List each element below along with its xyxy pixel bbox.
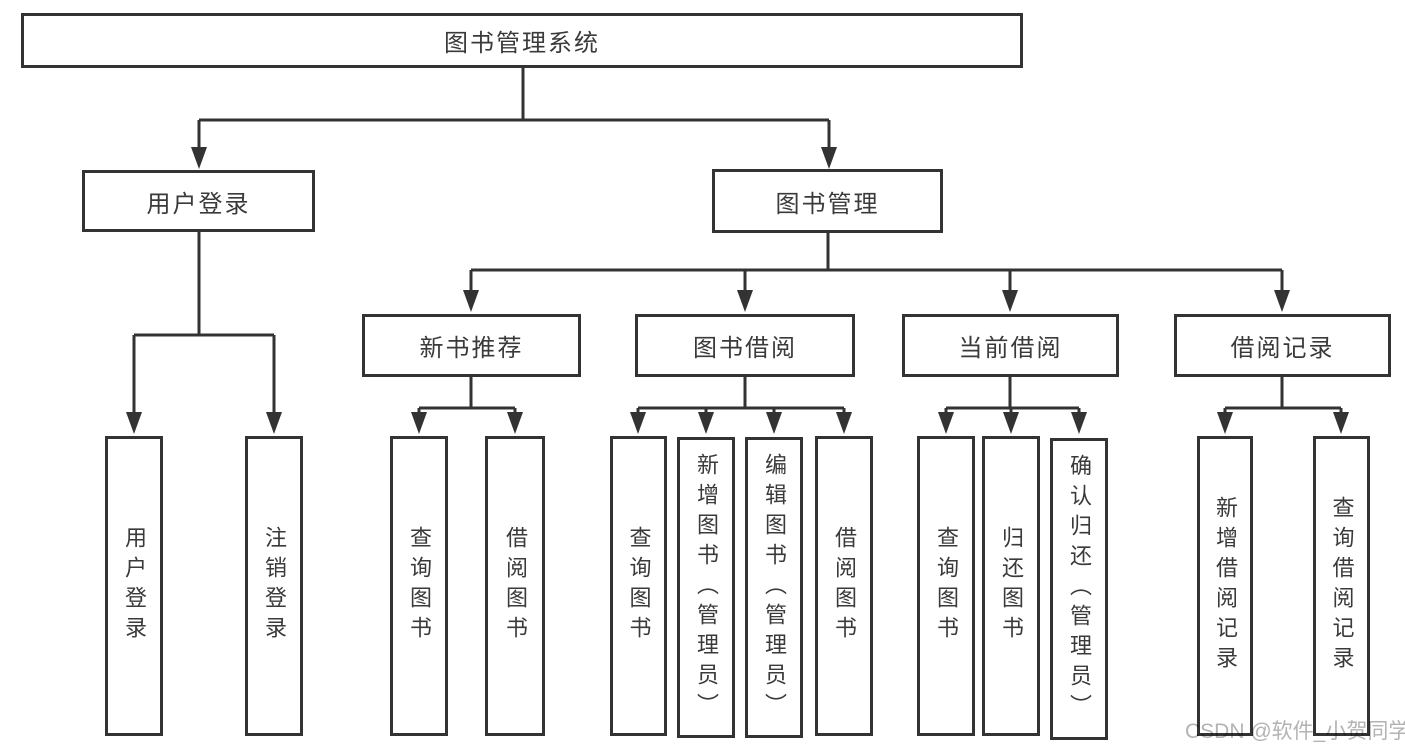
node-current-borrowing-label: 当前借阅 (958, 335, 1063, 362)
node-new-book-recommendation-label: 新书推荐 (419, 335, 524, 362)
leaf-query-books-recommend: 查询图书 (390, 436, 448, 736)
node-borrowing-records: 借阅记录 (1174, 314, 1391, 377)
node-book-borrowing: 图书借阅 (635, 314, 855, 377)
leaf-return-books: 归还图书 (982, 436, 1040, 736)
leaf-add-borrow-record: 新增借阅记录 (1197, 436, 1253, 736)
leaf-edit-book-admin: 编辑图书（管理员） (745, 437, 803, 738)
leaf-confirm-return-admin-label: 确认归还（管理员） (1067, 454, 1092, 724)
node-book-management-label: 图书管理 (775, 190, 880, 218)
leaf-query-books-borrow-label: 查询图书 (626, 526, 652, 646)
csdn-watermark: CSDN @软件_小贺同学 (1185, 720, 1405, 743)
leaf-return-books-label: 归还图书 (999, 526, 1024, 646)
leaf-borrow-books: 借阅图书 (815, 436, 873, 736)
leaf-borrow-books-label: 借阅图书 (832, 526, 857, 646)
leaf-query-books-current: 查询图书 (917, 436, 975, 736)
node-current-borrowing: 当前借阅 (902, 314, 1119, 377)
leaf-query-books-recommend-label: 查询图书 (407, 526, 432, 646)
node-borrowing-records-label: 借阅记录 (1230, 335, 1335, 362)
leaf-logout-login-label: 注销登录 (262, 526, 287, 646)
leaf-add-borrow-record-label: 新增借阅记录 (1213, 496, 1238, 676)
leaf-confirm-return-admin: 确认归还（管理员） (1050, 438, 1108, 740)
leaf-query-borrow-record: 查询借阅记录 (1313, 436, 1370, 736)
leaf-query-books-current-label: 查询图书 (934, 526, 959, 646)
leaf-user-login-label: 用户登录 (122, 526, 147, 646)
leaf-edit-book-admin-label: 编辑图书（管理员） (762, 452, 787, 723)
leaf-query-borrow-record-label: 查询借阅记录 (1329, 496, 1355, 676)
node-user-login: 用户登录 (82, 170, 315, 232)
leaf-user-login: 用户登录 (105, 436, 163, 736)
node-user-login-label: 用户登录 (146, 190, 251, 218)
node-library-system-label: 图书管理系统 (444, 30, 600, 57)
leaf-logout-login: 注销登录 (245, 436, 303, 736)
node-library-system: 图书管理系统 (21, 13, 1023, 68)
leaf-borrow-books-recommend: 借阅图书 (485, 436, 545, 736)
node-new-book-recommendation: 新书推荐 (362, 314, 581, 377)
leaf-borrow-books-recommend-label: 借阅图书 (503, 526, 528, 646)
leaf-add-book-admin: 新增图书（管理员） (677, 437, 735, 738)
leaf-add-book-admin-label: 新增图书（管理员） (694, 452, 719, 723)
node-book-management: 图书管理 (712, 169, 943, 233)
leaf-query-books-borrow: 查询图书 (610, 436, 667, 736)
node-book-borrowing-label: 图书借阅 (693, 335, 797, 362)
